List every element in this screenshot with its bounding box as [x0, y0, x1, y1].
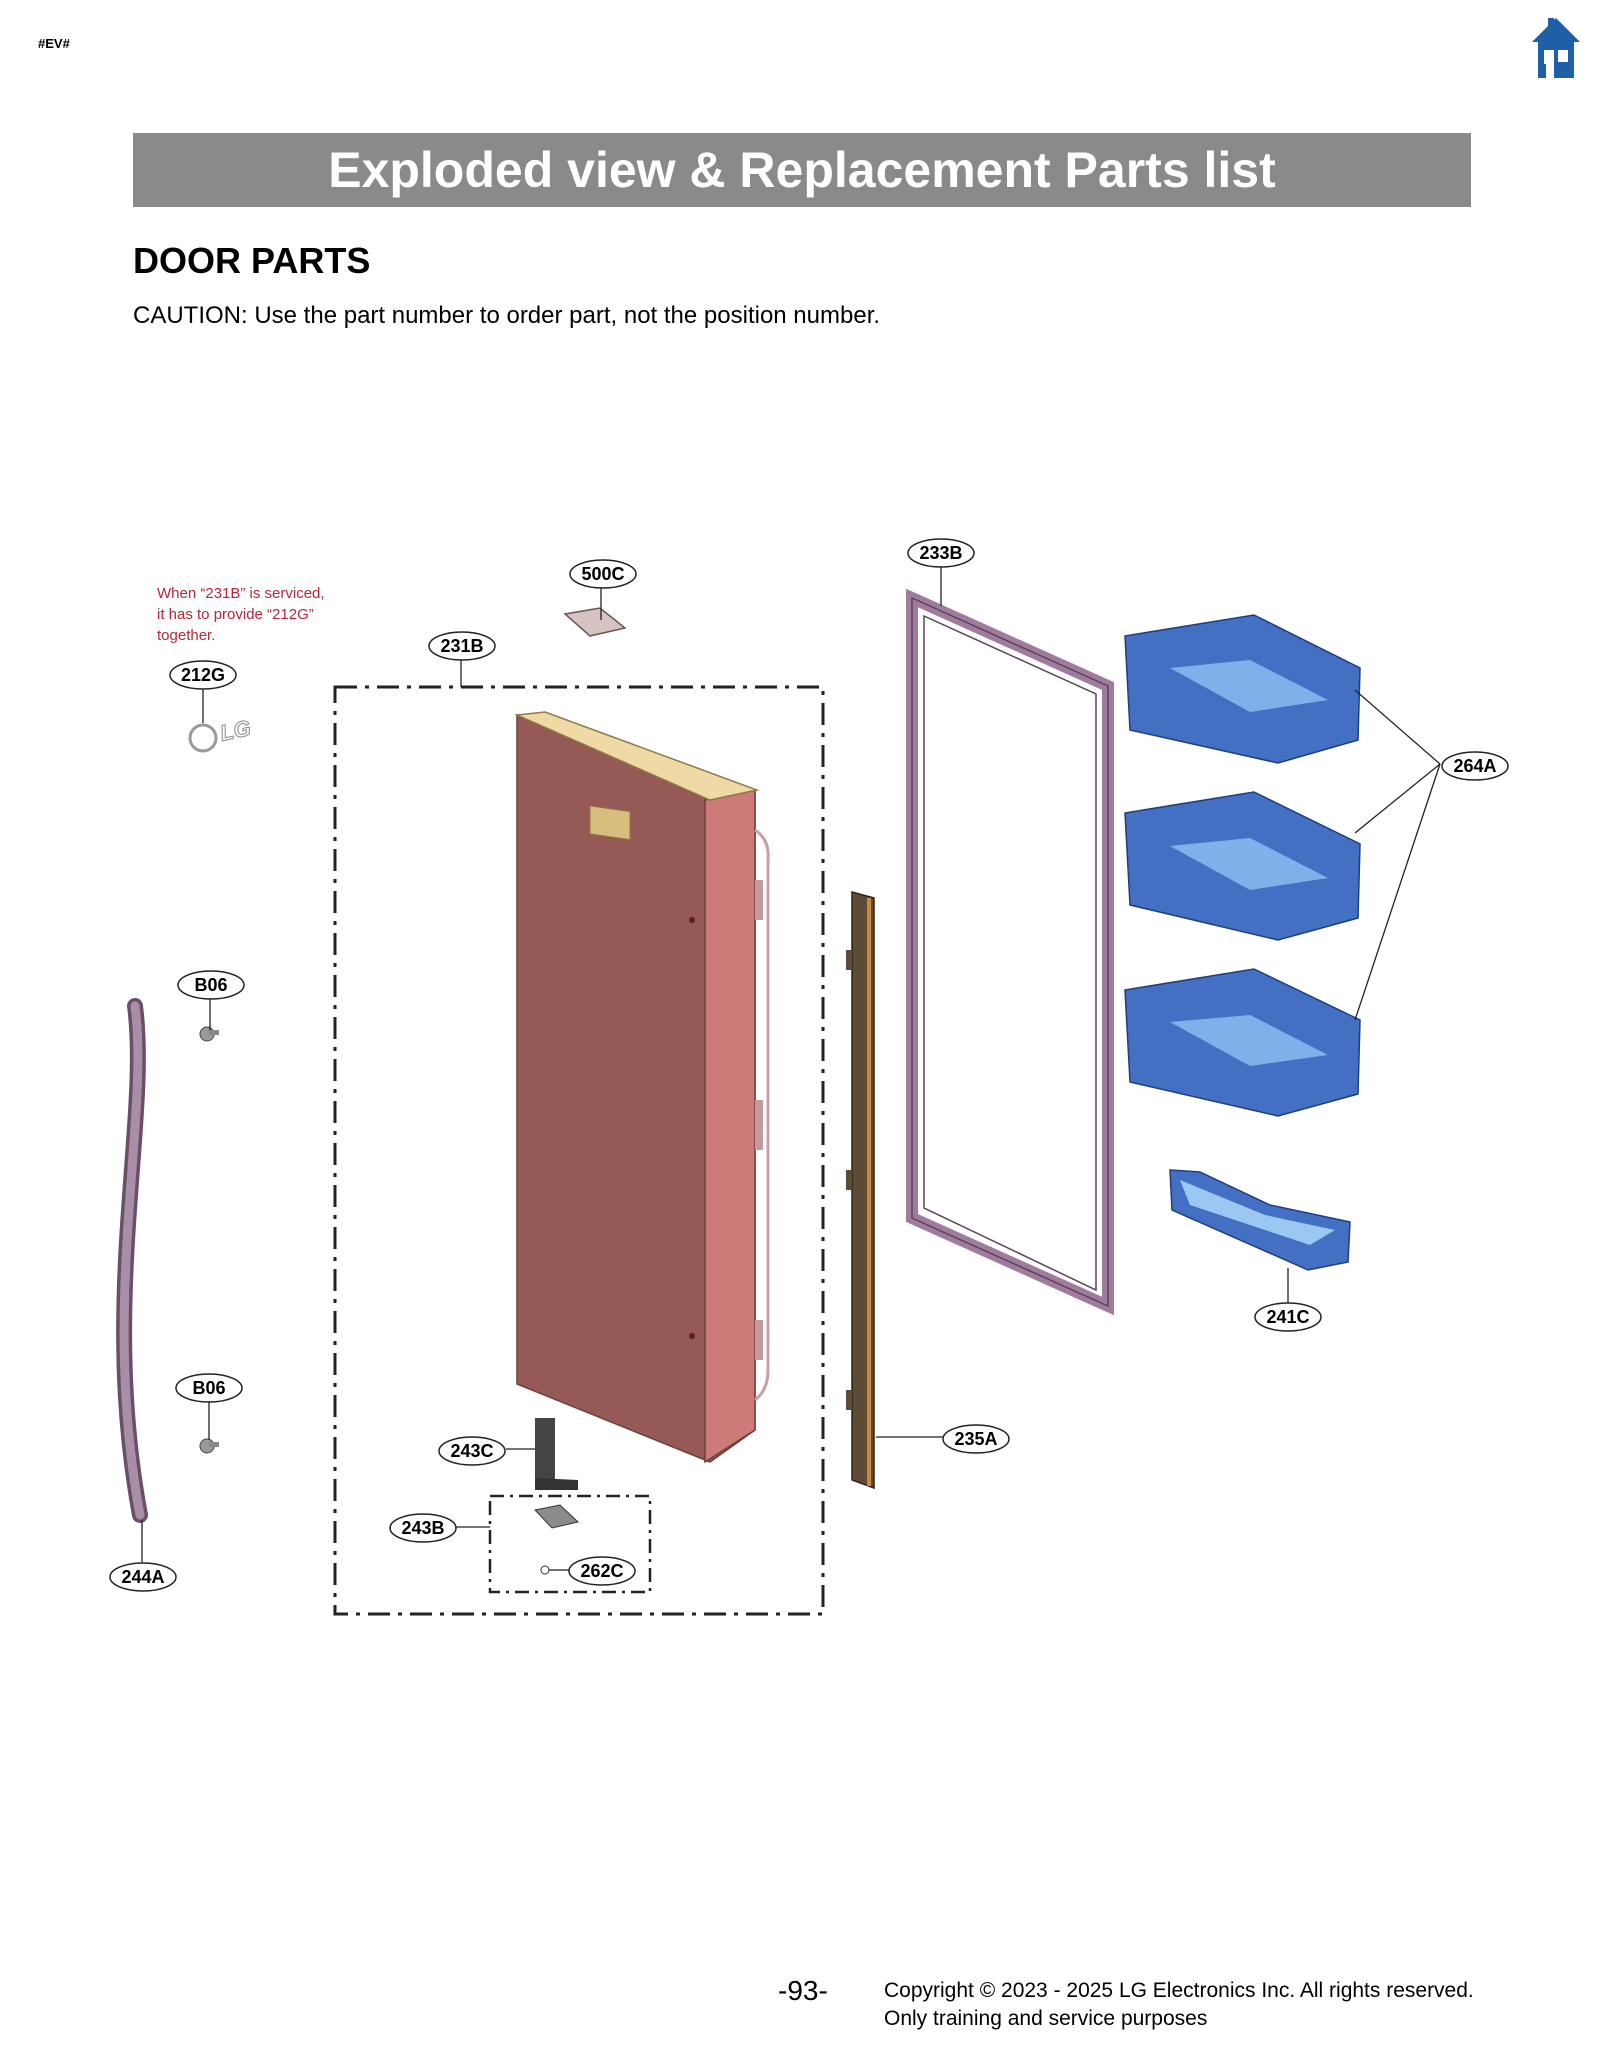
hinge-bracket [535, 1418, 578, 1490]
svg-text:233B: 233B [919, 543, 962, 563]
callout-244A: 244A [109, 1562, 177, 1592]
lg-emblem-part: LG [188, 714, 254, 753]
hinge-pin [540, 1565, 550, 1575]
svg-text:241C: 241C [1266, 1307, 1309, 1327]
callout-212G: 212G [169, 660, 237, 690]
door-foam-assembly [514, 711, 770, 1464]
cover-part [563, 607, 627, 637]
door-bin-small [1169, 1169, 1351, 1271]
svg-text:243B: 243B [401, 1518, 444, 1538]
svg-text:B06: B06 [194, 975, 227, 995]
callout-233B: 233B [907, 538, 975, 568]
svg-text:212G: 212G [181, 665, 225, 685]
callout-262C: 262C [568, 1556, 636, 1586]
footer-copyright: Copyright © 2023 - 2025 LG Electronics I… [884, 1977, 1474, 2033]
callout-241C: 241C [1254, 1302, 1322, 1332]
lg-logo-text: LG [218, 715, 253, 746]
door-bin-lower [1124, 968, 1361, 1117]
service-note-line-3: together. [157, 627, 215, 644]
exploded-view-diagram: When “231B” is serviced, it has to provi… [109, 538, 1509, 1616]
callout-235A: 235A [942, 1424, 1010, 1454]
page-number: -93- [778, 1975, 828, 2006]
door-bin-upper [1124, 614, 1361, 764]
section-title: DOOR PARTS [133, 240, 371, 281]
callout-243C: 243C [438, 1436, 506, 1466]
side-trim-rail [846, 891, 875, 1490]
callout-231B: 231B [428, 631, 496, 661]
page-banner-title: Exploded view & Replacement Parts list [133, 133, 1471, 207]
door-gasket-frame [906, 588, 1114, 1316]
callout-B06-upper: B06 [177, 970, 245, 1000]
callout-243B: 243B [389, 1513, 457, 1543]
service-note-line-2: it has to provide “212G” [157, 606, 314, 623]
hinge-plate [534, 1504, 580, 1529]
screw-lower [199, 1438, 219, 1454]
hinge-subassembly-boundary [488, 1494, 652, 1594]
svg-text:231B: 231B [440, 636, 483, 656]
svg-text:262C: 262C [580, 1561, 623, 1581]
svg-text:264A: 264A [1453, 756, 1496, 776]
door-assembly-boundary [333, 685, 825, 1616]
callout-264A: 264A [1441, 751, 1509, 781]
caution-text: CAUTION: Use the part number to order pa… [133, 302, 881, 329]
home-icon[interactable] [1528, 16, 1584, 80]
callout-500C: 500C [569, 559, 637, 589]
svg-text:243C: 243C [450, 1441, 493, 1461]
purpose-line: Only training and service purposes [884, 2007, 1208, 2030]
svg-text:235A: 235A [954, 1429, 997, 1449]
svg-text:244A: 244A [121, 1567, 164, 1587]
screw-upper [199, 1026, 219, 1042]
document-tag: #EV# [38, 36, 70, 51]
door-bin-middle [1124, 791, 1361, 941]
service-note-line-1: When “231B” is serviced, [157, 585, 325, 602]
callout-B06-lower: B06 [175, 1373, 243, 1403]
copyright-line: Copyright © 2023 - 2025 LG Electronics I… [884, 1979, 1474, 2002]
svg-text:B06: B06 [192, 1378, 225, 1398]
svg-text:500C: 500C [581, 564, 624, 584]
